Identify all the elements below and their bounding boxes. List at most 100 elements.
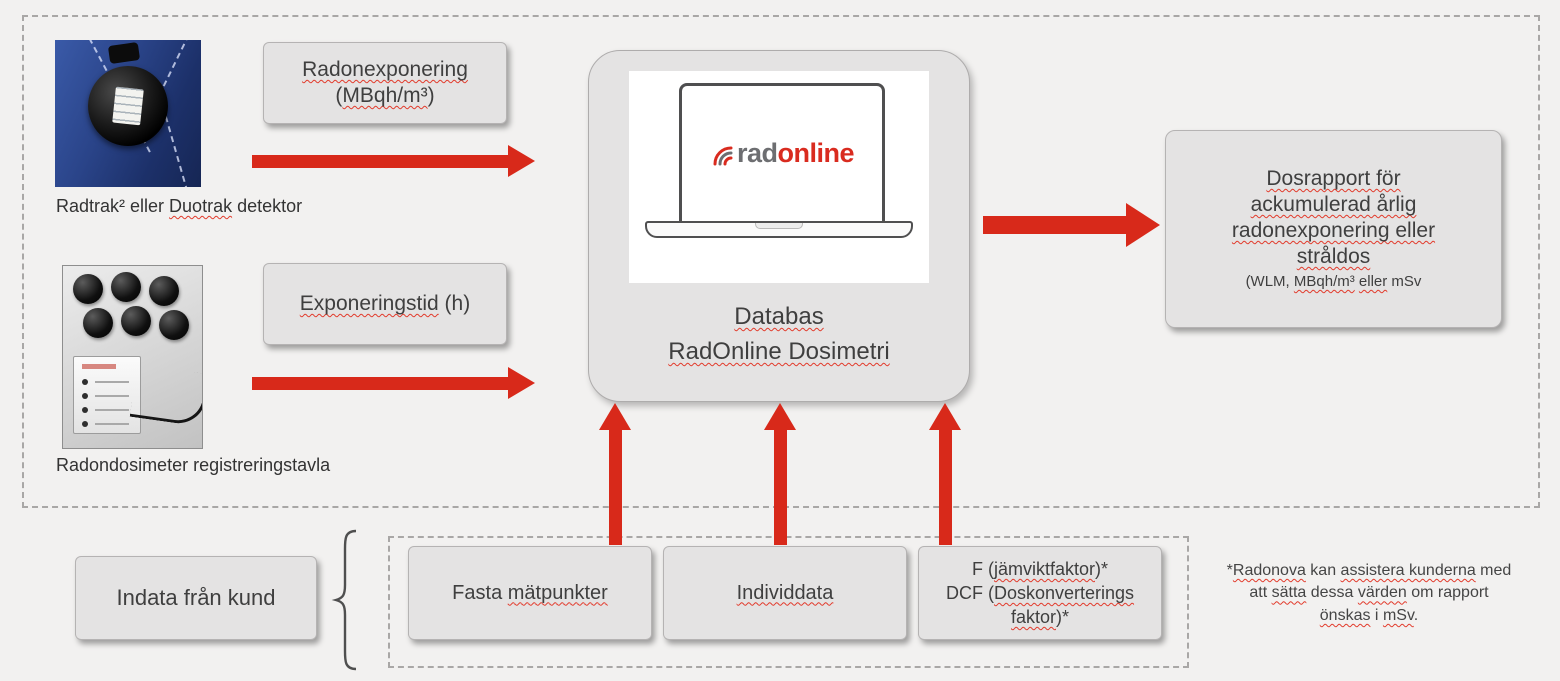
text-segment: med xyxy=(1475,562,1512,579)
arrow-head xyxy=(1126,203,1160,247)
radon-exposure-box: Radonexponering (MBqh/m³) xyxy=(263,42,507,124)
text-segment: kan xyxy=(1305,562,1341,579)
text-segment: mSv xyxy=(1387,273,1422,290)
footnote: *Radonova kan assistera kunderna med att… xyxy=(1190,560,1548,627)
registration-board-photo xyxy=(62,265,203,449)
spellcheck-flagged-text: mätpunkter xyxy=(507,581,608,604)
spellcheck-flagged-text: Radonova xyxy=(1232,562,1306,579)
exposure-time-box: Exponeringstid (h) xyxy=(263,263,507,345)
spellcheck-flagged-text: assistera kunderna xyxy=(1340,562,1476,579)
report-line1: Dosrapport för xyxy=(1166,166,1501,192)
text-segment: ( xyxy=(335,84,343,107)
arrow-head xyxy=(599,403,631,430)
spellcheck-flagged-text: Doskonverterings xyxy=(993,583,1135,603)
database-box: radonline Databas RadOnline Dosimetri xyxy=(588,50,970,402)
logo-text: radonline xyxy=(737,138,855,168)
spellcheck-flagged-text: ackumulerad årlig xyxy=(1250,193,1417,216)
dosimeter-sphere xyxy=(149,276,179,306)
arrow-factors-to-database xyxy=(929,403,962,545)
dosimeter-sphere xyxy=(73,274,103,304)
text-segment: (h) xyxy=(438,292,471,315)
device-text-line xyxy=(95,381,129,383)
text-segment: att xyxy=(1249,584,1272,602)
text-segment: F ( xyxy=(971,559,994,579)
text-segment: DCF ( xyxy=(945,583,994,603)
individual-data-box: Individdata xyxy=(663,546,907,640)
text-segment: dessa xyxy=(1306,584,1358,602)
spellcheck-flagged-text: mSv xyxy=(1382,606,1414,624)
logo-online-text: online xyxy=(777,138,855,168)
arrow-fixed-points-to-database xyxy=(599,403,632,545)
arrow-head xyxy=(508,367,535,399)
exposure-time-line: Exponeringstid (h) xyxy=(264,291,506,317)
dosimeter-sphere xyxy=(83,308,113,338)
arrow-shaft xyxy=(252,377,509,390)
customer-input-dashed-frame xyxy=(388,536,1189,668)
spellcheck-flagged-text: MBqh/m³ xyxy=(1293,273,1355,290)
arrow-shaft xyxy=(609,429,622,545)
arrow-head xyxy=(929,403,961,430)
text-segment: * xyxy=(1226,562,1233,579)
dosimeter-sphere xyxy=(121,306,151,336)
spellcheck-flagged-text: eller xyxy=(1358,273,1388,290)
footnote-line3: önskas i mSv. xyxy=(1190,605,1548,627)
left-curly-brace xyxy=(331,529,357,671)
spellcheck-flagged-text: MBqh/m³ xyxy=(342,84,428,107)
radon-exposure-line2: (MBqh/m³) xyxy=(264,83,506,109)
detector-label-sticker xyxy=(112,86,144,126)
arrow-shaft xyxy=(252,155,509,168)
radon-exposure-line1: Radonexponering xyxy=(264,57,506,83)
database-title-line2: RadOnline Dosimetri xyxy=(589,334,969,369)
laptop-screen: radonline xyxy=(679,83,885,224)
arrow-head xyxy=(764,403,796,430)
text-segment: . xyxy=(1413,606,1419,624)
report-line2: ackumulerad årlig xyxy=(1166,192,1501,218)
footnote-line2: att sätta dessa värden om rapport xyxy=(1190,582,1548,604)
database-title: Databas RadOnline Dosimetri xyxy=(589,299,969,369)
factors-line1: F (jämviktfaktor)* xyxy=(919,557,1161,581)
spellcheck-flagged-text: värden xyxy=(1357,584,1407,602)
radonline-logo: radonline xyxy=(710,138,855,168)
spellcheck-flagged-text: önskas xyxy=(1319,606,1371,624)
device-cable xyxy=(129,364,202,427)
arrow-database-to-report xyxy=(983,203,1160,247)
arrow-shaft xyxy=(939,429,952,545)
arrow-shaft xyxy=(983,216,1127,234)
factors-line2: DCF (Doskonverterings xyxy=(919,581,1161,605)
spellcheck-flagged-text: Exponeringstid xyxy=(299,292,439,315)
fixed-points-label: Fasta mätpunkter xyxy=(409,582,651,605)
laptop-notch xyxy=(755,223,803,229)
device-logo-mark xyxy=(82,364,116,369)
device-knob xyxy=(82,379,88,385)
arrow-shaft xyxy=(774,429,787,545)
board-device xyxy=(73,356,141,434)
text-segment: om rapport xyxy=(1406,584,1489,602)
fixed-points-box: Fasta mätpunkter xyxy=(408,546,652,640)
report-units-line: (WLM, MBqh/m³ eller mSv xyxy=(1166,272,1501,292)
laptop-base xyxy=(645,221,913,238)
spellcheck-flagged-text: stråldos xyxy=(1296,245,1371,268)
detector-disc xyxy=(88,66,168,146)
dosimeter-sphere xyxy=(111,272,141,302)
text-segment: Radtrak² eller xyxy=(56,196,170,216)
text-segment: Radondosimeter registreringstavla xyxy=(56,455,331,475)
spellcheck-flagged-text: RadOnline Dosimetri xyxy=(668,338,890,365)
device-knob xyxy=(82,421,88,427)
text-segment: i xyxy=(1370,606,1383,624)
customer-input-label: Indata från kund xyxy=(76,585,316,611)
arrow-individual-data-to-database xyxy=(764,403,797,545)
detector-clip xyxy=(107,41,141,65)
signal-arcs-icon xyxy=(713,146,733,166)
dosimeter-sphere xyxy=(159,310,189,340)
spellcheck-flagged-text: sätta xyxy=(1271,584,1307,602)
footnote-line1: *Radonova kan assistera kunderna med xyxy=(1190,560,1548,582)
detector-caption: Radtrak² eller Duotrak detektor xyxy=(56,196,396,217)
text-segment: (WLM, xyxy=(1245,273,1294,290)
arrow-detector-to-database xyxy=(252,145,535,178)
spellcheck-flagged-text: jämviktfaktor xyxy=(993,559,1096,579)
report-line4: stråldos xyxy=(1166,244,1501,270)
text-segment: )* xyxy=(1056,607,1070,627)
spellcheck-flagged-text: Individdata xyxy=(736,581,834,604)
laptop-image: radonline xyxy=(629,71,929,283)
